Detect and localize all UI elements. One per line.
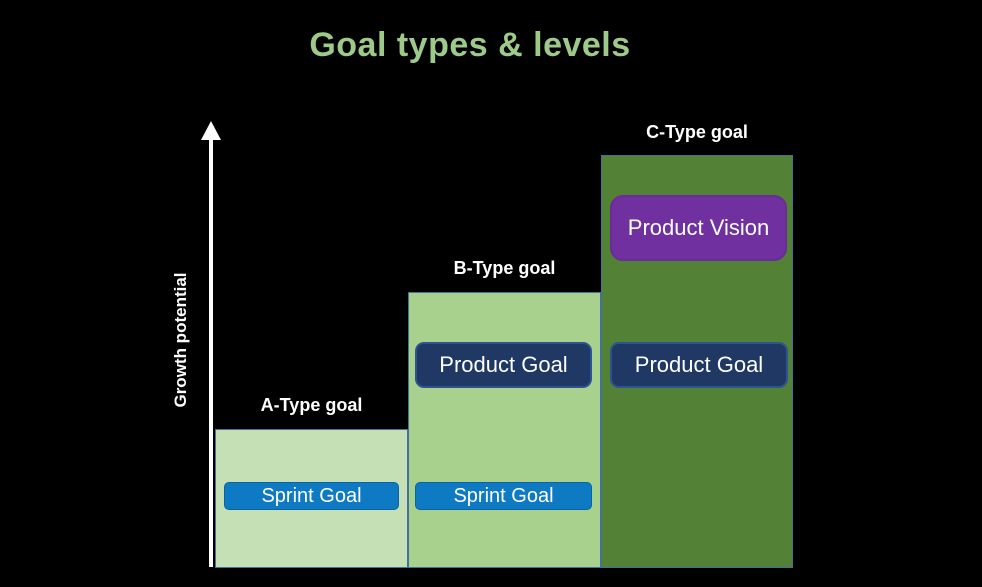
product-goal-box-c: Product Goal xyxy=(610,342,788,388)
sprint-goal-box-a: Sprint Goal xyxy=(224,482,399,510)
sprint-goal-box-b: Sprint Goal xyxy=(415,482,592,510)
page-title: Goal types & levels xyxy=(309,26,631,64)
product-vision-box-c: Product Vision xyxy=(610,195,787,261)
bar-label-a-type: A-Type goal xyxy=(260,395,363,415)
y-axis-arrow-up-icon xyxy=(201,121,221,140)
bar-label-b-type: B-Type goal xyxy=(453,258,556,278)
product-goal-box-b: Product Goal xyxy=(415,342,592,388)
bar-label-c-type: C-Type goal xyxy=(646,122,748,142)
bar-b-type-goal xyxy=(408,292,601,568)
y-axis-label: Growth potential xyxy=(171,272,190,408)
y-axis-line xyxy=(209,138,213,567)
